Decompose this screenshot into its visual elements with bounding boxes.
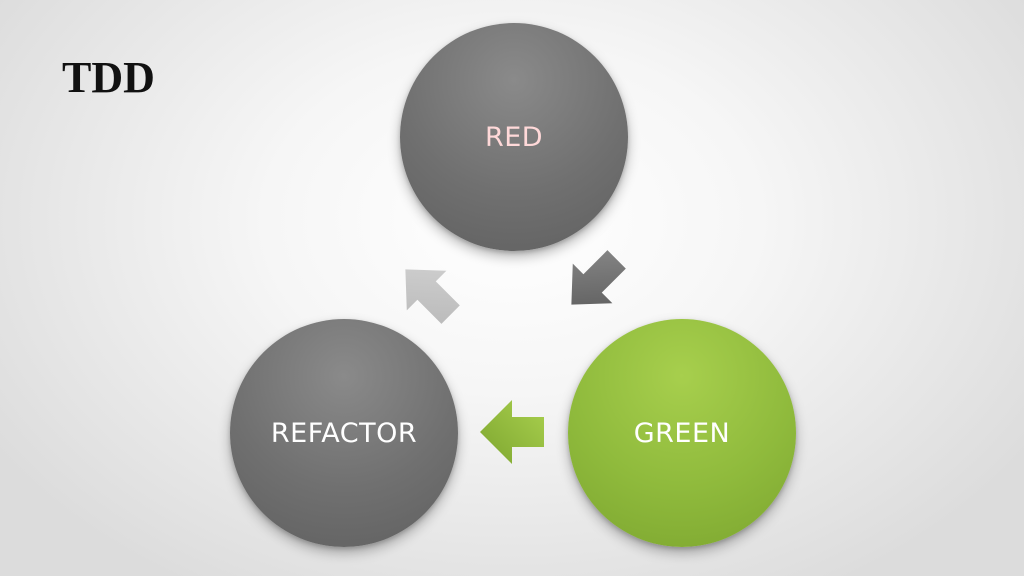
node-red: RED [400, 23, 628, 251]
arrow-red-to-green [571, 250, 626, 305]
node-green: GREEN [568, 319, 796, 547]
node-green-label: GREEN [633, 417, 731, 449]
arrow-green-to-refactor [480, 400, 544, 464]
node-refactor-label: REFACTOR [270, 417, 418, 449]
node-red-label: RED [484, 121, 544, 153]
node-refactor: REFACTOR [230, 319, 458, 547]
arrow-refactor-to-red [405, 269, 460, 324]
slide-title: TDD [62, 53, 155, 102]
